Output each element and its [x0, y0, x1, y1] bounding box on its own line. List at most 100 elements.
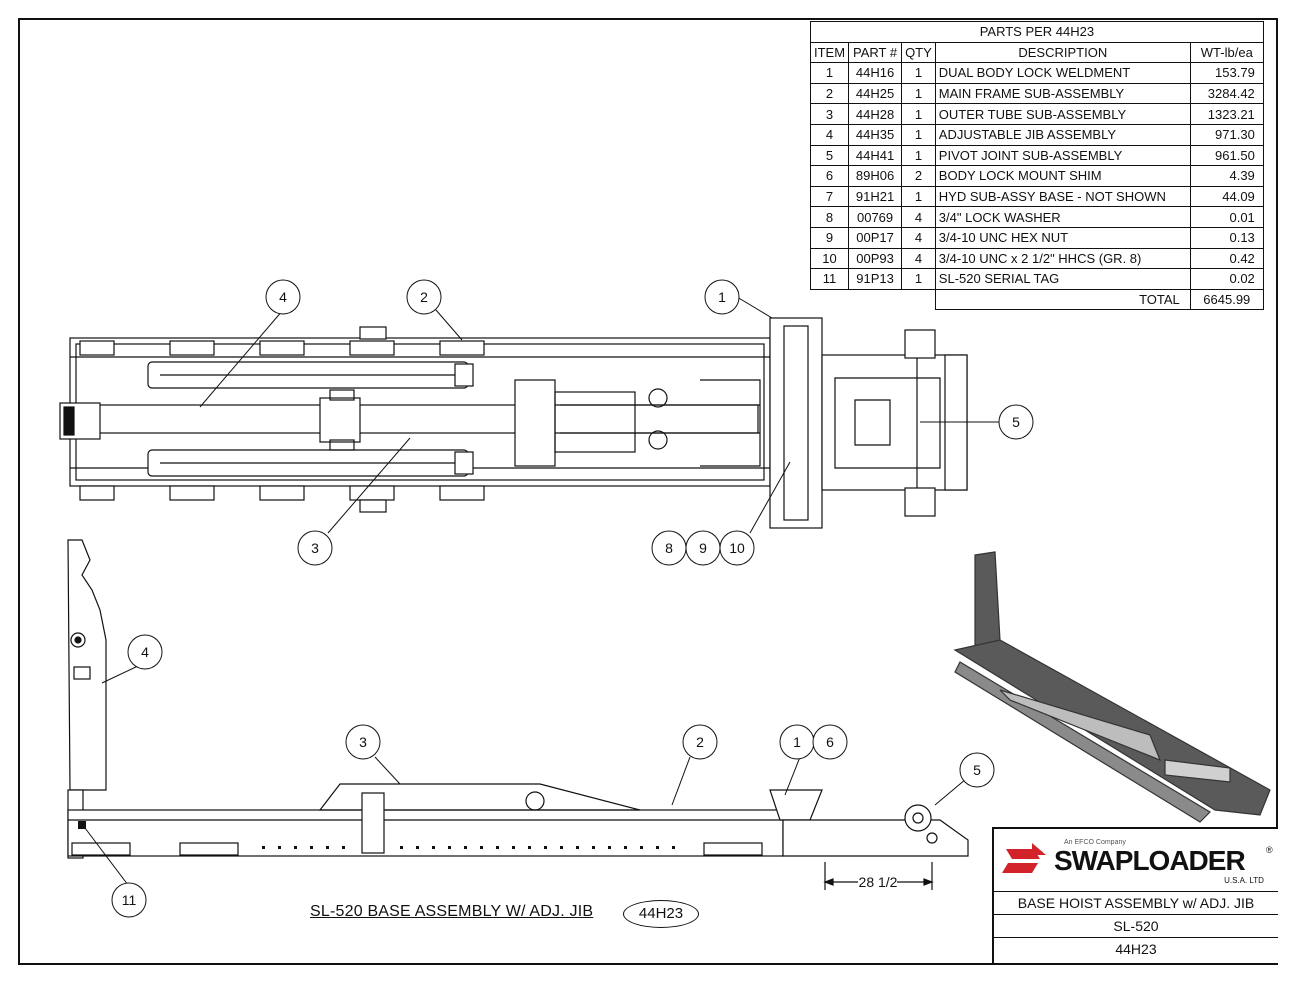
callout-number: 11: [122, 892, 137, 908]
callout-number: 8: [665, 540, 673, 556]
parts-cell-qty: 1: [901, 144, 936, 167]
parts-cell-item: 2: [809, 82, 850, 105]
parts-cell-description: SL-520 SERIAL TAG: [934, 268, 1191, 290]
total-label: TOTAL: [934, 288, 1191, 311]
callout-bubble: 2: [406, 279, 442, 315]
parts-table: PARTS PER 44H23 ITEM PART # QTY DESCRIPT…: [809, 21, 1264, 311]
callout-bubble: 11: [111, 882, 147, 918]
parts-cell-description: ADJUSTABLE JIB ASSEMBLY: [934, 123, 1191, 146]
callout-circle: [704, 279, 740, 315]
parts-cell-qty: 1: [901, 268, 936, 290]
callout-number: 5: [973, 762, 981, 778]
callout-bubble: 4: [127, 634, 163, 670]
parts-cell-weight: 0.42: [1189, 247, 1264, 270]
callout-bubble: 6: [812, 724, 848, 760]
parts-cell-weight: 44.09: [1189, 185, 1264, 208]
callout-number: 6: [826, 734, 834, 750]
parts-cell-qty: 1: [901, 82, 936, 105]
callout-bubble: 8: [651, 530, 687, 566]
callout-circle: [406, 279, 442, 315]
callout-number: 3: [311, 540, 319, 556]
brand-sub: U.S.A. LTD: [1224, 876, 1264, 885]
callout-circle: [345, 724, 381, 760]
callout-bubble: 9: [685, 530, 721, 566]
title-block-model: SL-520: [994, 915, 1278, 938]
parts-cell-description: DUAL BODY LOCK WELDMENT: [934, 62, 1191, 84]
title-block: An EFCO Company SWAPLOADER ® U.S.A. LTD …: [992, 827, 1278, 963]
callout-circle: [812, 724, 848, 760]
parts-cell-qty: 4: [901, 206, 936, 228]
parts-cell-qty: 2: [901, 165, 936, 187]
parts-cell-part: 44H41: [848, 144, 903, 167]
parts-cell-description: HYD SUB-ASSY BASE - NOT SHOWN: [934, 185, 1191, 208]
parts-cell-weight: 971.30: [1189, 123, 1264, 146]
swaploader-logo-mark: [1002, 843, 1046, 873]
parts-cell-weight: 153.79: [1189, 62, 1264, 84]
top-view: [59, 317, 968, 529]
callout-bubble: 1: [704, 279, 740, 315]
side-view: [67, 539, 969, 890]
parts-cell-part: 00P17: [848, 226, 903, 249]
callout-bubble: 5: [998, 404, 1034, 440]
callout-circle: [127, 634, 163, 670]
callout-circle: [998, 404, 1034, 440]
parts-cell-weight: 961.50: [1189, 144, 1264, 167]
callout-number: 1: [718, 289, 726, 305]
drawing-number-oval: 44H23: [623, 900, 699, 928]
header-qty: QTY: [901, 41, 936, 64]
parts-cell-item: 1: [809, 62, 850, 84]
brand-mark: ®: [1266, 845, 1273, 855]
parts-cell-description: 3/4" LOCK WASHER: [934, 206, 1191, 228]
parts-cell-item: 3: [809, 103, 850, 125]
parts-cell-part: 00769: [848, 206, 903, 228]
parts-cell-part: 91P13: [848, 268, 903, 290]
parts-cell-description: BODY LOCK MOUNT SHIM: [934, 165, 1191, 187]
parts-total-row: TOTAL 6645.99: [811, 288, 1264, 311]
parts-cell-weight: 0.13: [1189, 226, 1264, 249]
header-part: PART #: [848, 41, 903, 64]
parts-cell-item: 8: [809, 206, 850, 228]
header-item: ITEM: [809, 41, 850, 64]
callout-bubble: 4: [265, 279, 301, 315]
parts-cell-part: 89H06: [848, 165, 903, 187]
parts-cell-qty: 1: [901, 103, 936, 125]
parts-cell-item: 10: [809, 247, 850, 270]
parts-cell-weight: 0.01: [1189, 206, 1264, 228]
callout-number: 10: [729, 540, 745, 556]
parts-cell-qty: 4: [901, 247, 936, 270]
callout-bubble: 10: [719, 530, 755, 566]
parts-cell-weight: 1323.21: [1189, 103, 1264, 125]
parts-table-title: PARTS PER 44H23: [810, 21, 1264, 43]
parts-cell-qty: 4: [901, 226, 936, 249]
callout-circle: [297, 530, 333, 566]
callout-circle: [959, 752, 995, 788]
parts-cell-item: 11: [809, 268, 850, 290]
callout-number: 2: [420, 289, 428, 305]
callout-bubble: 2: [682, 724, 718, 760]
parts-cell-item: 9: [809, 226, 850, 249]
parts-cell-qty: 1: [901, 123, 936, 146]
callout-circle: [111, 882, 147, 918]
callout-bubble: 3: [345, 724, 381, 760]
parts-cell-item: 6: [809, 165, 850, 187]
callout-bubble: 5: [959, 752, 995, 788]
parts-cell-weight: 4.39: [1189, 165, 1264, 187]
callout-number: 2: [696, 734, 704, 750]
swaploader-logo: An EFCO Company SWAPLOADER ® U.S.A. LTD: [1002, 839, 1273, 885]
sheet-border: [18, 18, 1278, 965]
header-description: DESCRIPTION: [934, 41, 1191, 64]
title-block-title: BASE HOIST ASSEMBLY w/ ADJ. JIB: [994, 892, 1278, 915]
parts-cell-description: 3/4-10 UNC HEX NUT: [934, 226, 1191, 249]
parts-cell-part: 44H16: [848, 62, 903, 84]
callout-number: 4: [141, 644, 149, 660]
company-tag: An EFCO Company: [1064, 839, 1126, 846]
parts-cell-description: PIVOT JOINT SUB-ASSEMBLY: [934, 144, 1191, 167]
title-block-number: 44H23: [1115, 941, 1157, 957]
callout-number: 4: [279, 289, 287, 305]
